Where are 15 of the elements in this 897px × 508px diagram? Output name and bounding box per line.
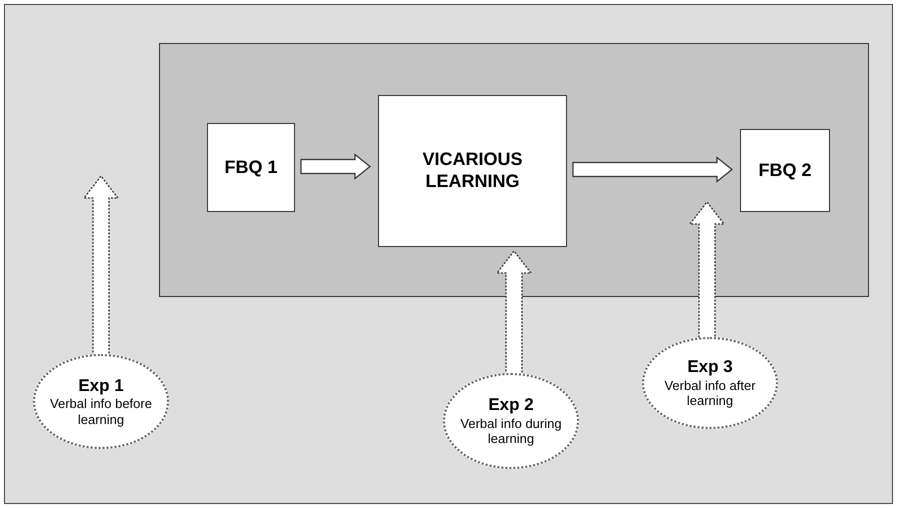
experiment-title: Exp 2	[488, 395, 534, 416]
process-label: FBQ 2	[758, 160, 812, 182]
process-box	[740, 129, 830, 212]
experiment-description: Verbal info after learning	[663, 378, 757, 409]
process-box	[207, 123, 295, 212]
experiment-description: Verbal info before learning	[49, 396, 153, 428]
experiment-description: Verbal info during learning	[459, 416, 563, 447]
experiment-title: Exp 1	[78, 376, 124, 396]
experiment-title: Exp 3	[687, 357, 733, 378]
block-arrow	[300, 153, 371, 180]
stage-panel	[159, 43, 869, 297]
block-arrow	[572, 156, 733, 183]
process-box	[378, 95, 567, 247]
process-label: VICARIOUS LEARNING	[421, 149, 524, 193]
process-label: FBQ 1	[224, 156, 278, 178]
